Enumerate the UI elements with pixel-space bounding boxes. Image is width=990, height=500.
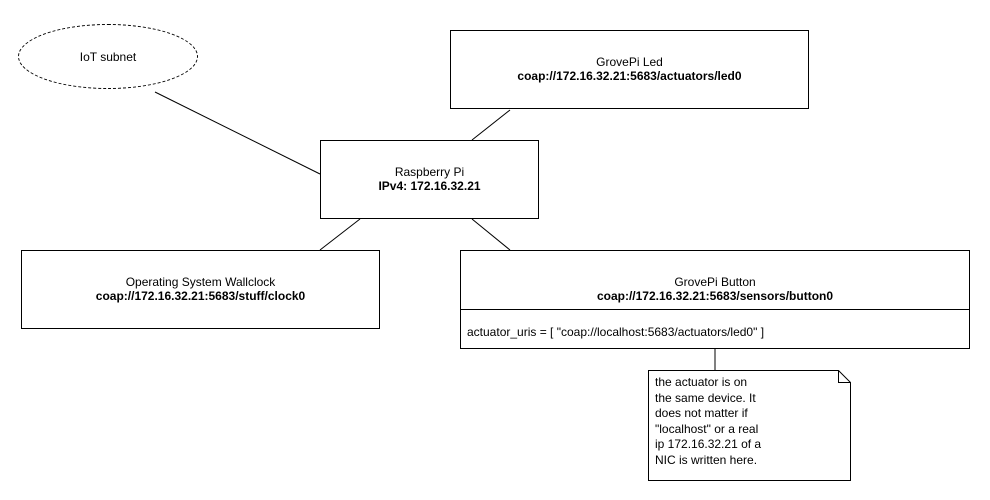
- button-uri: coap://172.16.32.21:5683/sensors/button0: [596, 289, 834, 303]
- edge-pi-button: [471, 218, 511, 251]
- clock-uri: coap://172.16.32.21:5683/stuff/clock0: [95, 289, 306, 303]
- pi-title: Raspberry Pi: [394, 165, 465, 179]
- edge-pi-led: [471, 109, 511, 141]
- led-uri: coap://172.16.32.21:5683/actuators/led0: [517, 69, 742, 83]
- pi-address: IPv4: 172.16.32.21: [378, 179, 481, 193]
- grovepi-button-node: GrovePi Button coap://172.16.32.21:5683/…: [460, 250, 970, 349]
- grovepi-led-node: GrovePi Led coap://172.16.32.21:5683/act…: [450, 30, 809, 109]
- wallclock-node: Operating System Wallclock coap://172.16…: [21, 250, 380, 329]
- led-title: GrovePi Led: [596, 55, 663, 69]
- button-title: GrovePi Button: [674, 275, 756, 289]
- edge-subnet-pi: [154, 91, 321, 175]
- edge-pi-clock: [319, 218, 361, 251]
- clock-title: Operating System Wallclock: [125, 275, 276, 289]
- note-text: the actuator is on the same device. It d…: [655, 375, 762, 467]
- note-shape: [648, 370, 851, 481]
- button-divider: [461, 309, 969, 310]
- iot-subnet-label: IoT subnet: [79, 49, 137, 64]
- raspberry-pi-node: Raspberry Pi IPv4: 172.16.32.21: [320, 140, 539, 219]
- button-attribute: actuator_uris = [ "coap://localhost:5683…: [467, 325, 765, 339]
- iot-subnet-cloud: IoT subnet: [18, 24, 198, 89]
